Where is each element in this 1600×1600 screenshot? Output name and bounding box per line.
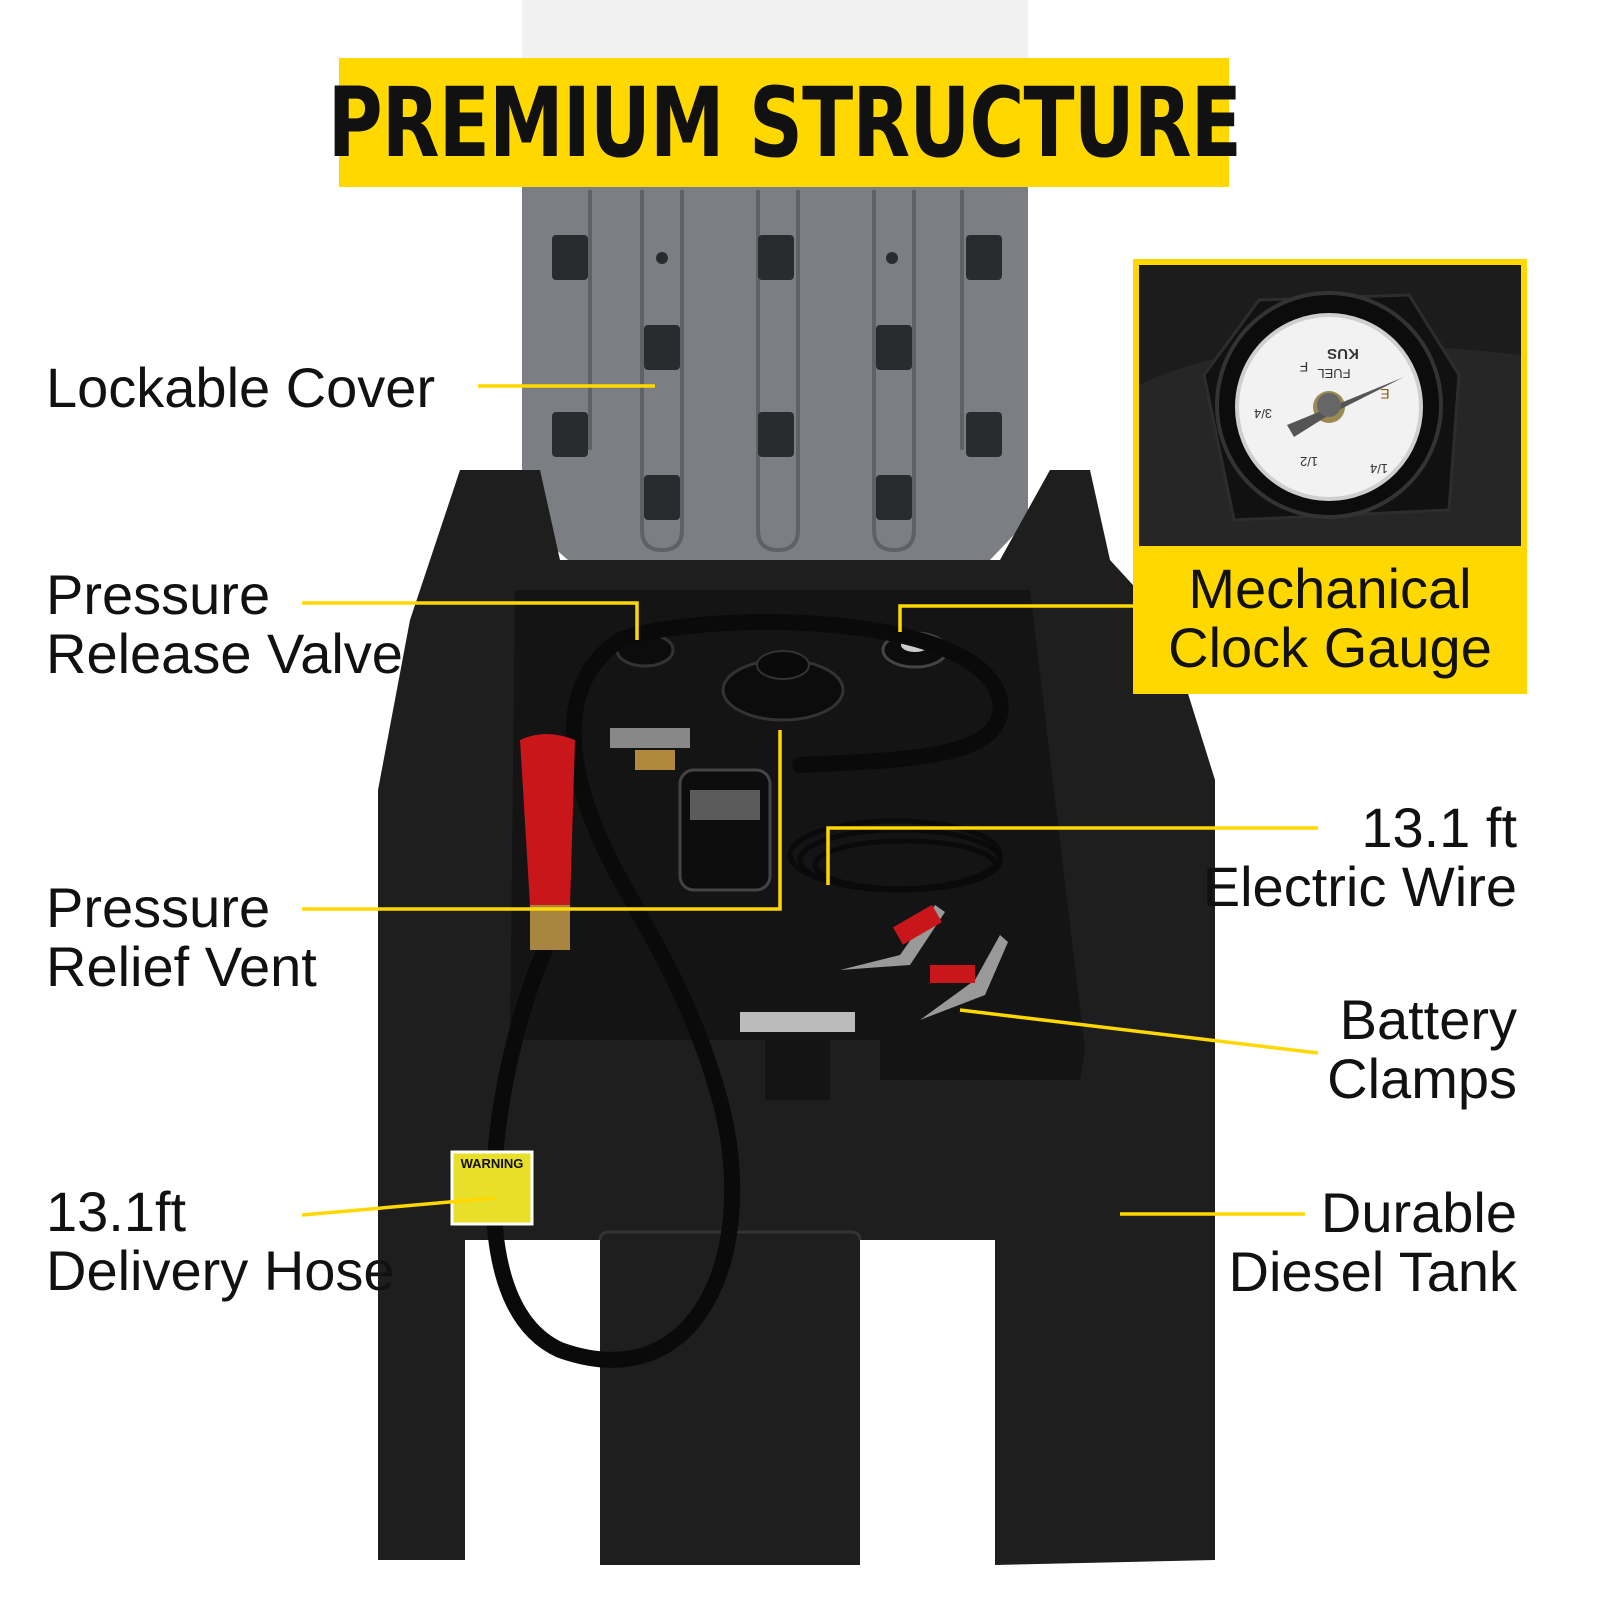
- callout-text: Lockable Cover: [46, 356, 436, 419]
- lid-slots: [552, 235, 1002, 520]
- callout-battery-clamps: Battery Clamps: [1327, 990, 1517, 1108]
- warning-label-text: WARNING: [461, 1156, 524, 1171]
- callout-text: Release Valve: [46, 622, 403, 685]
- callout-text: 13.1 ft: [1361, 796, 1517, 859]
- callout-text: Clamps: [1327, 1047, 1517, 1110]
- callout-text: Pressure: [46, 563, 271, 626]
- callout-electric-wire: 13.1 ft Electric Wire: [1203, 798, 1517, 916]
- callout-text: Pressure: [46, 876, 271, 939]
- lockable-cover: [522, 187, 1028, 560]
- callout-lockable-cover: Lockable Cover: [46, 358, 435, 417]
- gauge-caption: Mechanical Clock Gauge: [1133, 559, 1527, 677]
- callout-text: Battery: [1339, 988, 1517, 1051]
- gauge-brand: KUS: [1327, 345, 1359, 362]
- callout-text: Diesel Tank: [1228, 1240, 1517, 1303]
- callout-pressure-release-valve: Pressure Release Valve: [46, 565, 403, 683]
- callout-pressure-relief-vent: Pressure Relief Vent: [46, 878, 317, 996]
- page-title: PREMIUM STRUCTURE: [327, 66, 1241, 179]
- gauge-mark-f: F: [1300, 359, 1309, 375]
- pump-motor: [678, 768, 772, 892]
- gauge-closeup: KUS FUEL F E 3/4 1/2 1/4: [1139, 265, 1521, 546]
- callout-text: Electric Wire: [1202, 855, 1517, 918]
- gauge-needle: [1287, 377, 1404, 437]
- gauge-mark-3-4: 3/4: [1254, 406, 1272, 421]
- hose-bracket: [740, 1012, 855, 1032]
- gauge-mark-1-4: 1/4: [1370, 461, 1388, 476]
- callout-text: Relief Vent: [46, 935, 317, 998]
- callout-text: Mechanical: [1188, 557, 1472, 620]
- callout-diesel-tank: Durable Diesel Tank: [1229, 1183, 1517, 1301]
- lid-ribs: [588, 190, 964, 553]
- callout-text: Durable: [1320, 1181, 1517, 1244]
- callout-text: Delivery Hose: [46, 1239, 395, 1302]
- gauge-mark-e: E: [1380, 386, 1389, 402]
- gauge-inset: KUS FUEL F E 3/4 1/2 1/4 Mechanical Cloc…: [1133, 259, 1527, 694]
- gauge-mark-1-2: 1/2: [1300, 454, 1318, 469]
- callout-delivery-hose: 13.1ft Delivery Hose: [46, 1182, 395, 1300]
- gauge-word: FUEL: [1317, 366, 1350, 381]
- lid-top: [522, 0, 1028, 60]
- title-banner: PREMIUM STRUCTURE: [327, 58, 1241, 187]
- callout-text: Clock Gauge: [1168, 616, 1492, 679]
- callout-text: 13.1ft: [46, 1180, 187, 1243]
- battery-clamps: [840, 904, 1008, 1020]
